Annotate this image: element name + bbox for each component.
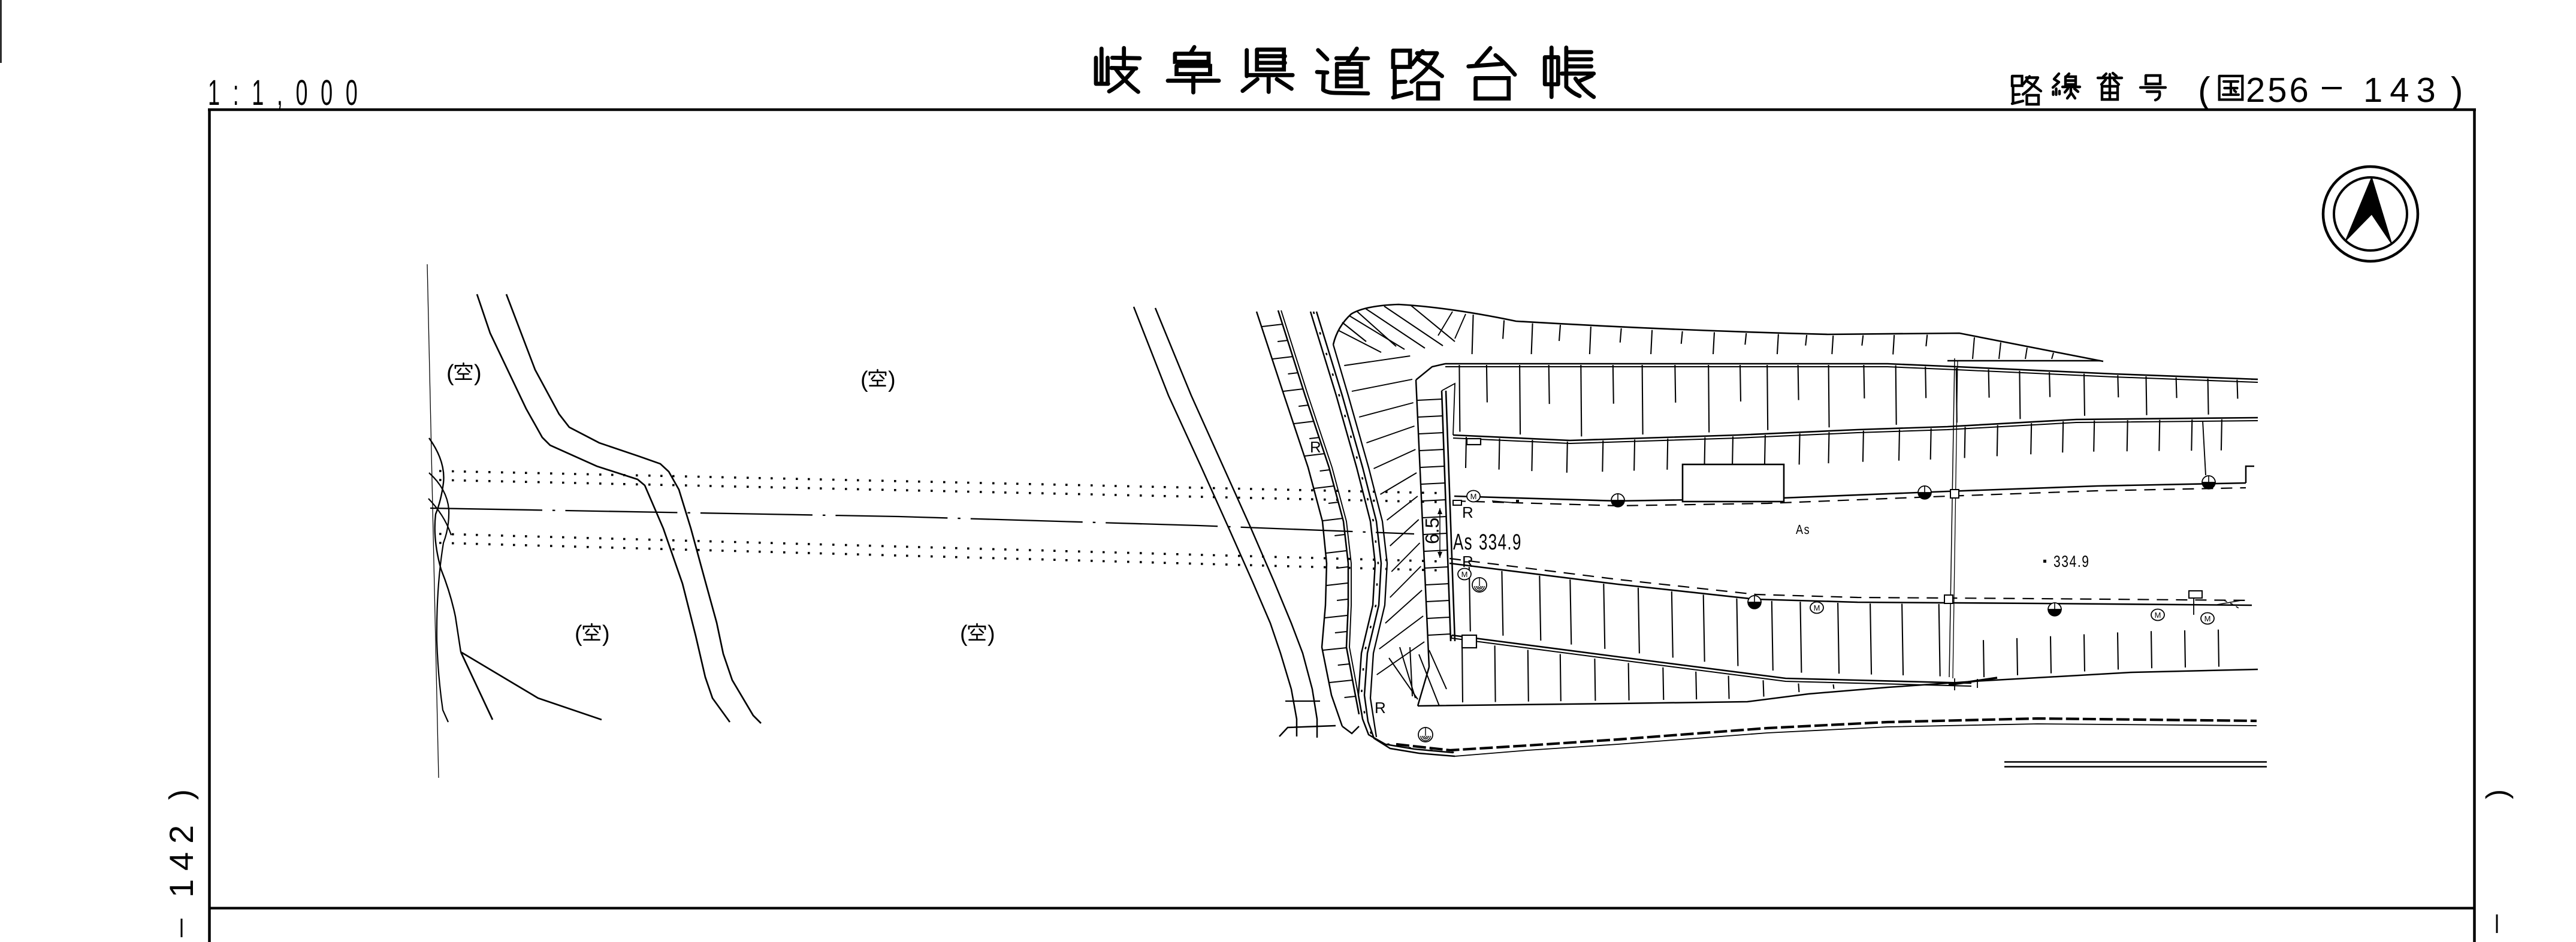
svg-text:): ): [888, 367, 896, 393]
svg-text:(: (: [2198, 70, 2210, 111]
svg-text:M: M: [1470, 492, 1477, 501]
svg-text:2: 2: [162, 825, 200, 844]
svg-text:R: R: [1462, 503, 1473, 521]
svg-text:M: M: [1814, 603, 1820, 612]
svg-text:As: As: [1453, 530, 1473, 555]
svg-text:): ): [987, 621, 995, 647]
svg-text:4: 4: [162, 852, 200, 871]
svg-text:): ): [163, 789, 199, 800]
svg-text:As: As: [1796, 522, 1810, 537]
svg-text:M: M: [1461, 570, 1468, 579]
svg-text:R: R: [1375, 699, 1386, 717]
svg-text:(: (: [960, 621, 968, 647]
svg-text:): ): [474, 361, 482, 386]
svg-text:6.5: 6.5: [1421, 518, 1443, 544]
svg-text:143: 143: [2363, 71, 2443, 110]
svg-text:(: (: [575, 621, 582, 647]
svg-text:1: 1: [162, 879, 200, 898]
svg-text:1:1,000: 1:1,000: [208, 73, 370, 113]
svg-text:334.9: 334.9: [2053, 552, 2090, 570]
svg-text:(: (: [446, 361, 454, 386]
svg-text:M: M: [2155, 611, 2161, 620]
svg-text:(: (: [2485, 789, 2518, 799]
svg-text:): ): [2451, 70, 2463, 111]
svg-text:334.9: 334.9: [1479, 530, 1522, 554]
svg-text:(: (: [860, 367, 868, 393]
svg-text:256: 256: [2246, 71, 2311, 110]
svg-text:): ): [602, 621, 610, 647]
svg-text:R: R: [1310, 438, 1321, 456]
svg-text:M: M: [2204, 614, 2211, 623]
